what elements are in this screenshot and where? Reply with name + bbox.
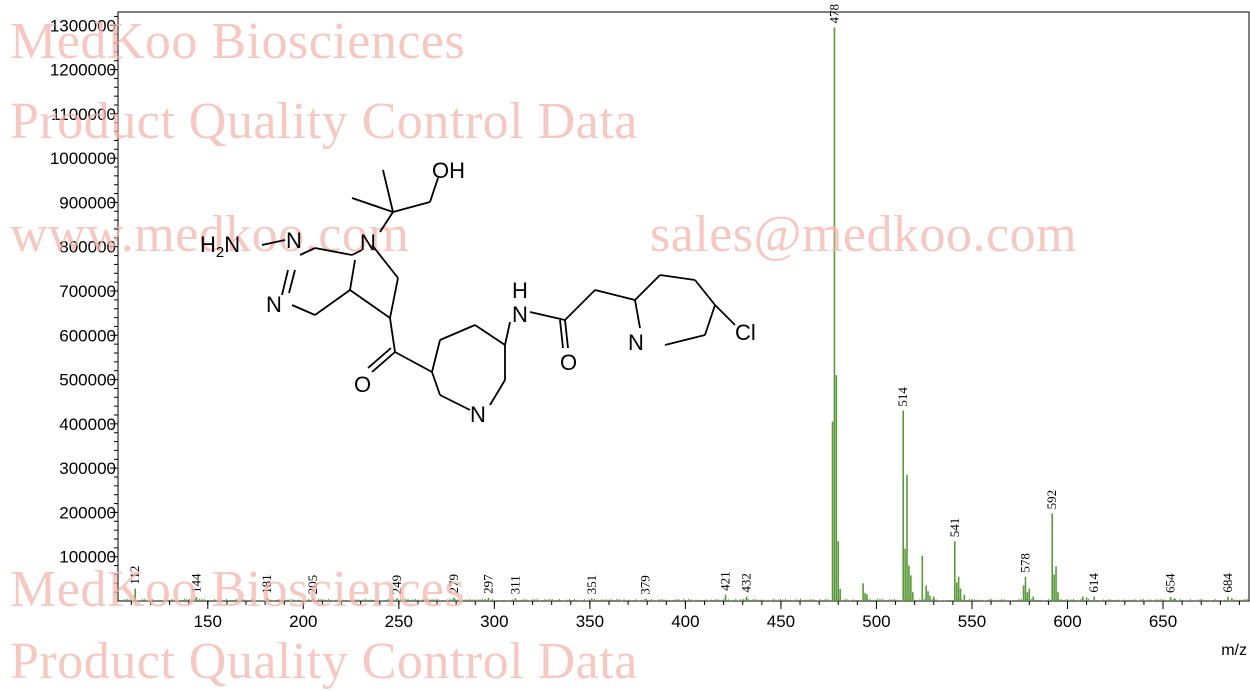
atom-oh: OH [432,158,465,183]
peak-label: 421 [718,571,733,591]
y-tick-label: 700000 [59,282,116,301]
x-tick-label: 350 [576,612,604,631]
x-tick-label: 150 [194,612,222,631]
peak-label: 684 [1220,573,1235,593]
atom-o1: O [354,372,371,397]
peak-label: 478 [826,4,841,24]
y-tick-label: 1300000 [50,16,116,35]
y-tick-label: 1000000 [50,149,116,168]
x-tick-label: 200 [289,612,317,631]
peak-label: 181 [259,574,274,594]
y-axis: 100000 200000 300000 400000 500000 600000 7000… [50,15,118,593]
peak-label: 279 [446,574,461,594]
x-axis: 150 200 250 300 350 400 450 500 550 600 650 [130,601,1240,631]
atom-n5: N [512,302,528,327]
y-tick-label: 800000 [59,238,116,257]
peak-label: 514 [895,387,910,407]
peak-labels: 112 144 181 205 249 279 297 311 351 379 421 432 478 5… [127,4,1235,595]
peak-label: 541 [947,518,962,538]
y-tick-label: 600000 [59,326,116,345]
atom-n4: N [470,402,486,427]
atom-nh2: H2N [200,232,240,261]
x-tick-label: 250 [385,612,413,631]
atom-n2: N [360,230,376,255]
x-axis-label: m/z [1221,642,1247,659]
peak-label: 311 [507,575,522,594]
x-tick-label: 550 [958,612,986,631]
peak-label: 432 [739,573,754,593]
peak-label: 592 [1044,490,1059,510]
atom-n6: N [628,330,644,355]
peak-label: 578 [1017,553,1032,573]
x-tick-label: 400 [671,612,699,631]
y-tick-label: 500000 [59,371,116,390]
peak-label: 614 [1086,573,1101,593]
structure-bonds [261,169,736,411]
y-tick-label: 1200000 [50,61,116,80]
peak-label: 297 [481,574,496,594]
atom-n3: N [266,292,282,317]
chemical-structure: OH H2N N N N H N O O N N Cl [200,158,756,427]
peak-bars [119,27,1248,601]
peak-label: 379 [637,575,652,595]
x-tick-label: 450 [767,612,795,631]
atom-cl: Cl [735,320,756,345]
peak-label: 112 [127,566,142,585]
mass-spectrum-chart: 112 144 181 205 249 279 297 311 351 379 421 432 478 5… [50,4,1250,659]
y-tick-label: 400000 [59,415,116,434]
atom-n1: N [286,228,302,253]
x-tick-label: 650 [1149,612,1177,631]
x-tick-label: 600 [1053,612,1081,631]
peak-label: 205 [305,575,320,595]
atom-nh: H [512,278,528,303]
peak-label: 144 [188,573,203,593]
y-tick-label: 1100000 [51,105,116,124]
x-tick-label: 300 [480,612,508,631]
y-tick-label: 200000 [59,503,116,522]
y-tick-label: 300000 [59,459,116,478]
x-tick-label: 500 [862,612,890,631]
atom-o2: O [560,350,577,375]
y-tick-label: 100000 [59,548,116,567]
peak-label: 249 [389,575,404,595]
peak-label: 351 [584,575,599,595]
y-tick-label: 900000 [59,193,116,212]
peak-label: 654 [1163,573,1178,593]
